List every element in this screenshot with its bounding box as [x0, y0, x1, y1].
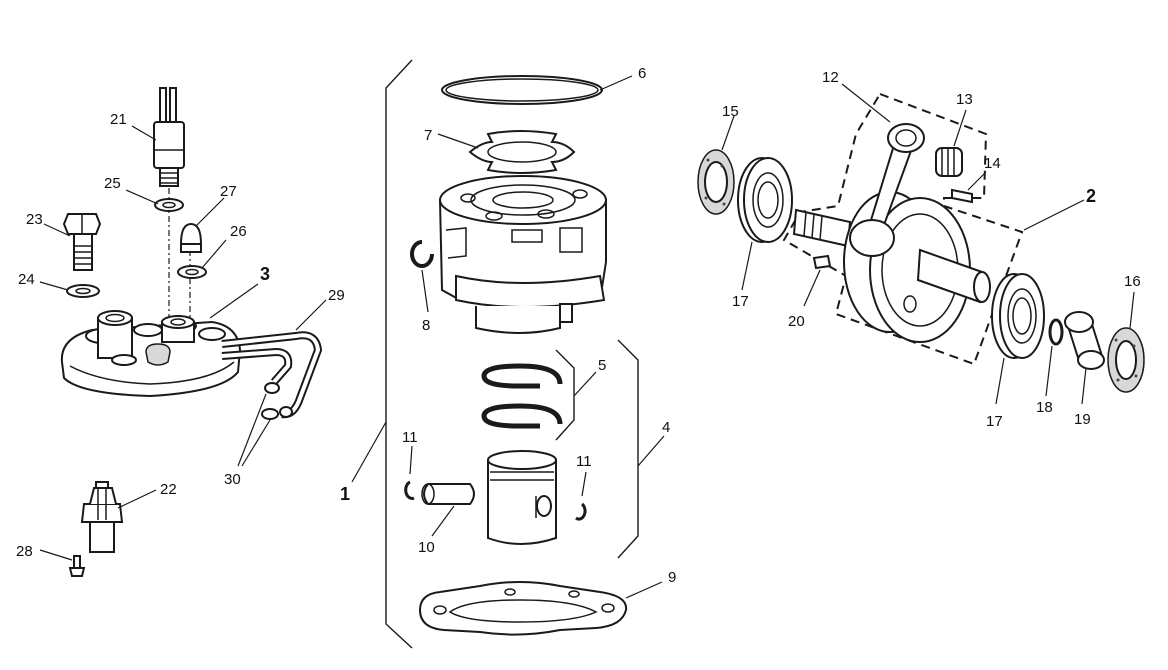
callout-number: 12: [822, 69, 839, 86]
leader-line: [131, 125, 157, 141]
thermostat: [80, 481, 124, 553]
shaft-spacer: [1064, 311, 1105, 370]
woodruff-key: [951, 188, 973, 204]
cylinder-barrel: [438, 175, 607, 334]
leader-line: [437, 133, 479, 149]
callout-number: 5: [598, 357, 606, 374]
leader-line: [201, 239, 227, 269]
callout-number: 3: [260, 264, 270, 284]
leader-line: [841, 83, 891, 123]
group-bracket: [617, 339, 639, 559]
leader-line: [721, 115, 735, 151]
head-gasket: [468, 130, 576, 174]
leader-line: [1023, 199, 1085, 231]
cap-nut: [179, 222, 203, 253]
callout-number: 28: [16, 543, 33, 560]
leader-line: [237, 393, 267, 467]
leader-line: [209, 283, 259, 319]
callout-number: 4: [662, 419, 670, 436]
leader-line: [431, 505, 455, 537]
base-gasket: [418, 581, 628, 636]
callout-number: 23: [26, 211, 43, 228]
head-bolt: [62, 213, 102, 271]
callout-number: 27: [220, 183, 237, 200]
hose-clamp: [261, 382, 293, 420]
right-oil-seal: [1107, 327, 1145, 393]
leader-line: [125, 189, 159, 205]
group-bracket: [385, 59, 413, 649]
leader-line: [1081, 367, 1087, 405]
leader-line: [581, 471, 587, 497]
callout-number: 11: [576, 453, 592, 470]
leader-line: [995, 357, 1005, 405]
piston-pin: [421, 483, 475, 505]
piston: [487, 450, 557, 545]
crank-key: [812, 254, 832, 270]
callout-number: 18: [1036, 399, 1053, 416]
callout-number: 24: [18, 271, 35, 288]
leader-line: [241, 419, 271, 467]
callout-number: 26: [230, 223, 247, 240]
leader-line: [39, 281, 69, 291]
bleed-screw: [68, 555, 86, 577]
callout-number: 22: [160, 481, 177, 498]
left-oil-seal: [697, 149, 735, 215]
callout-number: 30: [224, 471, 241, 488]
sensor-washer: [154, 198, 184, 212]
callout-number: 13: [956, 91, 973, 108]
piston-ring: [481, 363, 563, 429]
leader-line: [599, 75, 633, 91]
leader-line: [741, 241, 753, 291]
leader-line: [409, 445, 413, 475]
callout-number: 15: [722, 103, 739, 120]
leader-line: [295, 299, 327, 331]
callout-number: 14: [984, 155, 1001, 172]
callout-number: 2: [1086, 186, 1096, 206]
bolt-washer: [66, 284, 100, 298]
leader-line: [625, 581, 663, 599]
crank-assembly-dashed-frame: [782, 92, 1024, 366]
connecting-rod: [849, 123, 925, 257]
callout-number: 17: [986, 413, 1003, 430]
callout-number: 17: [732, 293, 749, 310]
leader-line: [803, 269, 821, 307]
callout-number: 1: [340, 484, 350, 504]
callout-number: 29: [328, 287, 345, 304]
callout-number: 19: [1074, 411, 1091, 428]
shaft-o-ring: [1048, 318, 1064, 346]
leader-line: [1129, 291, 1135, 329]
leader-line: [195, 197, 225, 227]
leader-line: [351, 421, 387, 483]
callout-number: 21: [110, 111, 127, 128]
callout-number: 9: [668, 569, 676, 586]
leader-line: [117, 489, 157, 509]
nut-washer: [177, 265, 207, 279]
needle-bearing: [935, 147, 963, 177]
callout-number: 7: [424, 127, 432, 144]
callout-number: 25: [104, 175, 121, 192]
leader-line: [573, 371, 597, 397]
callout-number: 20: [788, 313, 805, 330]
cylinder-circlip: [410, 240, 434, 268]
leader-line: [1045, 345, 1053, 397]
head-o-ring: [441, 75, 603, 105]
leader-line: [637, 435, 665, 467]
callout-number: 11: [402, 429, 418, 446]
leader-line: [421, 269, 429, 313]
leader-line: [43, 223, 71, 237]
leader-line: [953, 109, 967, 147]
callout-number: 6: [638, 65, 646, 82]
leader-line: [39, 549, 73, 561]
left-main-bearing: [737, 157, 793, 243]
right-main-bearing: [991, 273, 1045, 359]
callout-number: 16: [1124, 273, 1141, 290]
leader-line: [967, 171, 987, 191]
temperature-sensor: [153, 87, 185, 187]
cylinder-head: [60, 310, 242, 398]
pin-circlip: [404, 480, 587, 521]
callout-number: 10: [418, 539, 435, 556]
group-bracket: [555, 349, 575, 441]
callout-number: 8: [422, 317, 430, 334]
